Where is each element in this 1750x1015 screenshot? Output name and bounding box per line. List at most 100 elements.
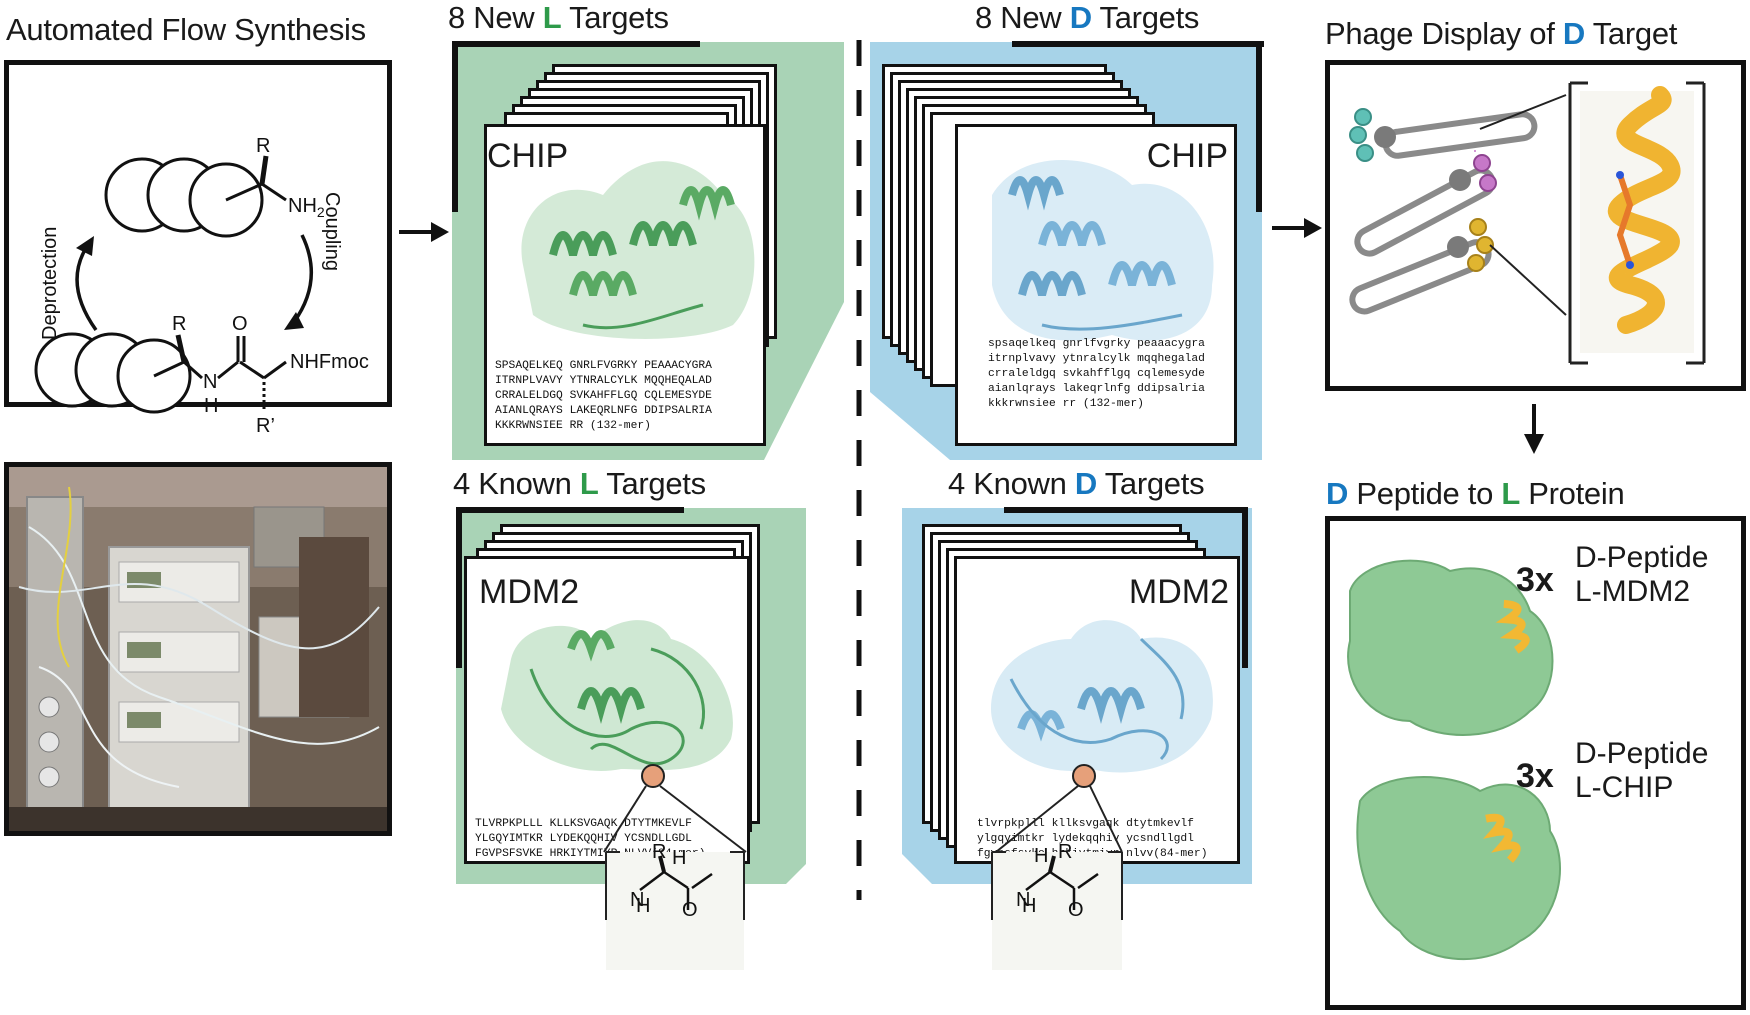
synthesis-box: R NH2 R N H O NHFmoc R’ Deprotection Cou… (4, 60, 392, 437)
r-group: R (172, 313, 186, 335)
arrow-right-icon (1272, 218, 1322, 238)
phage-particle (1349, 239, 1492, 315)
title-highlight: D (1326, 476, 1349, 511)
r-prime: R’ (256, 415, 275, 437)
chem-r: R (1058, 841, 1072, 863)
synthesis-title: Automated Flow Synthesis (6, 12, 366, 47)
chip-l-card: CHIP SPSAQELKEQ GNRLFVGRKY PEAAACYGRA IT… (484, 124, 766, 446)
mdm2-l-sequence: TLVRPKPLLL KLLKSVGAQK DTYTMKEVLF YLGQYIM… (475, 818, 706, 860)
coupling-label: Coupling (321, 192, 343, 271)
bond (261, 182, 287, 202)
card-label: CHIP (487, 137, 569, 175)
title-text: 4 Known (948, 466, 1075, 501)
residue-zoom-d: H R N H O (991, 764, 1123, 970)
title-highlight: L (1501, 476, 1520, 511)
chem-h: H (672, 847, 686, 869)
title-text: 8 New (975, 0, 1070, 35)
arrow-head (76, 236, 94, 256)
d-peptide-helix (1483, 813, 1521, 863)
complex-line: D-Peptide (1575, 541, 1709, 574)
mdm2-complex-label: D-Peptide L-MDM2 (1575, 541, 1708, 609)
title-text: Targets (1096, 466, 1205, 501)
bond (239, 360, 265, 380)
amide-n: N (203, 371, 217, 393)
chem-o: O (682, 899, 698, 921)
chip-d-sequence: spsaqelkeq gnrlfvgrky peaaacygra itrnplv… (988, 338, 1205, 410)
fmoc-label: NHFmoc (290, 351, 369, 373)
synthesis-scheme: R NH2 R N H O NHFmoc R’ Deprotection Cou… (34, 135, 369, 437)
title-text: 8 New (448, 0, 543, 35)
mdm2-surface (1347, 559, 1554, 736)
chip-l-sequence: SPSAQELKEQ GNRLFVGRKY PEAAACYGRA ITRNPLV… (495, 360, 712, 432)
peptide-box: 3x D-Peptide L-MDM2 3x D-Peptide L-CHIP (1325, 516, 1746, 1010)
bond-wedge (175, 334, 187, 363)
dashed-divider (856, 40, 862, 900)
bond (183, 360, 203, 380)
phage-ligand (1354, 108, 1372, 126)
title-highlight: D (1069, 0, 1092, 35)
card-label: CHIP (1146, 137, 1228, 175)
title-highlight: D (1074, 466, 1097, 501)
chem-n: N (630, 889, 644, 911)
bond (217, 360, 239, 380)
title-text: Targets (1091, 0, 1200, 35)
phage-illustration (1349, 81, 1706, 365)
d-peptide-helix (1495, 599, 1530, 654)
title-text: Protein (1519, 476, 1625, 511)
new-l-title: 8 New L Targets (448, 0, 669, 36)
photo-illustration (9, 467, 387, 831)
deprotection-arrow (75, 247, 98, 332)
phage-title: Phage Display of D Target (1325, 16, 1677, 52)
title-text: Target (1584, 16, 1678, 51)
new-d-title: 8 New D Targets (975, 0, 1199, 36)
phage-particle (1382, 111, 1538, 159)
chem-r: R (652, 841, 666, 863)
r-group: R (256, 135, 270, 157)
title-text: Peptide to (1348, 476, 1502, 511)
known-l-title: 4 Known L Targets (453, 466, 706, 502)
bond (263, 360, 287, 380)
title-text: Targets (561, 0, 669, 35)
mdm2-d-structure (991, 620, 1213, 773)
chip-d-structure (992, 160, 1214, 341)
peptide-title: D Peptide to L Protein (1326, 476, 1625, 512)
chem-h: H (1034, 845, 1048, 867)
chip-complex-label: D-Peptide L-CHIP (1575, 737, 1708, 805)
bond (153, 360, 185, 378)
title-text: 4 Known (453, 466, 580, 501)
chip-d-card: CHIP spsaqelkeq gnrlfvgrky peaaacygra it… (955, 124, 1237, 446)
complex-line: D-Peptide (1575, 737, 1709, 770)
complex-structures (1347, 559, 1561, 961)
title-highlight: L (542, 0, 562, 35)
phage-box (1325, 60, 1746, 391)
peptide-helix (1607, 86, 1681, 334)
chem-o: O (1068, 899, 1084, 921)
complex-line: L-MDM2 (1575, 575, 1691, 608)
mdm2-l-structure (501, 620, 733, 771)
bond (225, 182, 263, 202)
bond-wedge (259, 155, 269, 185)
mdm2-d-card: MDM2 tlvrpkplll kllksvgaqk dtytmkevlf yl… (954, 556, 1240, 864)
mdm2-factor: 3x (1516, 561, 1554, 599)
known-d-title: 4 Known D Targets (948, 466, 1205, 502)
coupling-arrow (292, 234, 314, 324)
carbonyl-o: O (232, 313, 248, 335)
chip-l-structure (521, 161, 755, 339)
complex-line: L-CHIP (1575, 771, 1674, 804)
flow-synthesizer-photo (4, 462, 392, 836)
residue-zoom-l: R H N H O (603, 764, 747, 970)
deprotection-label: Deprotection (39, 227, 61, 340)
amine-label: NH2 (288, 195, 325, 220)
chem-n: N (1016, 889, 1030, 911)
amide-h: H (204, 395, 218, 417)
mdm2-l-card: MDM2 TLVRPKPLLL KLLKSVGAQK DTYTMKEVLF YL… (464, 556, 750, 864)
title-highlight: L (579, 466, 599, 501)
title-highlight: D (1562, 16, 1585, 51)
chip-surface (1356, 776, 1561, 961)
title-text: Targets (598, 466, 706, 501)
chem-nh-h: H (1022, 895, 1036, 917)
card-label: MDM2 (479, 573, 580, 611)
card-label: MDM2 (1128, 573, 1229, 611)
arrow-down-icon (1524, 404, 1544, 454)
arrow-head (284, 312, 304, 330)
